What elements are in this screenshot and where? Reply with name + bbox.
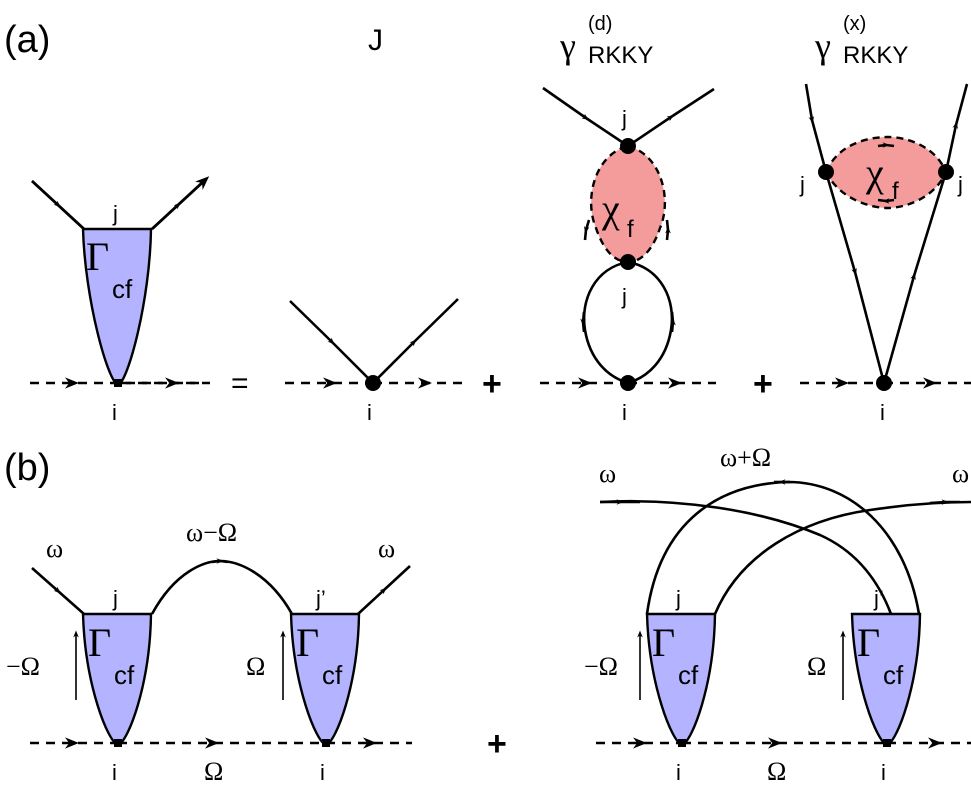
rkky-exchange-diagram: j j χ f i [799, 83, 971, 425]
svg-text:cf: cf [114, 660, 135, 690]
svg-text:RKKY: RKKY [588, 42, 653, 69]
svg-text:i: i [320, 760, 325, 785]
second-order-crossed-diagram: ω ω ω+Ω j Γ cf i −Ω j’ Γ cf i Ω Ω [584, 443, 971, 786]
svg-text:RKKY: RKKY [843, 42, 908, 69]
svg-text:i: i [112, 760, 117, 785]
second-order-direct-diagram: ω ω−Ω ω j Γ cf i −Ω j’ Γ cf i Ω Ω [6, 518, 412, 786]
panel-a-label: (a) [4, 19, 50, 61]
svg-text:cf: cf [112, 274, 133, 304]
svg-text:i: i [112, 400, 117, 425]
svg-text:cf: cf [883, 660, 904, 690]
svg-text:i: i [676, 760, 681, 785]
svg-text:Γ: Γ [296, 620, 319, 665]
svg-text:i: i [622, 400, 627, 425]
svg-text:χ: χ [601, 186, 620, 231]
svg-text:Γ: Γ [86, 234, 109, 279]
svg-text:γ: γ [814, 26, 831, 66]
svg-text:i: i [367, 400, 372, 425]
svg-text:(d): (d) [588, 13, 612, 35]
svg-text:−Ω: −Ω [584, 652, 618, 681]
svg-text:χ: χ [865, 150, 884, 195]
svg-text:j’: j’ [873, 586, 884, 611]
svg-text:ω+Ω: ω+Ω [720, 443, 771, 472]
svg-text:ω: ω [952, 459, 969, 488]
plus-sign-a1: + [482, 365, 502, 403]
svg-text:Γ: Γ [652, 620, 675, 665]
svg-text:ω−Ω: ω−Ω [186, 518, 237, 547]
svg-text:ω: ω [378, 534, 395, 563]
plus-sign-a2: + [753, 365, 773, 403]
svg-text:ω: ω [599, 459, 616, 488]
svg-text:ω: ω [46, 534, 63, 563]
equals-sign: = [231, 367, 249, 400]
svg-text:Ω: Ω [246, 652, 265, 681]
svg-text:f: f [627, 216, 634, 243]
rkky-direct-diagram: j χ f j i [540, 86, 716, 425]
gamma-cf-vertex-a: j Γ cf i [31, 176, 210, 425]
svg-text:i: i [880, 400, 885, 425]
svg-text:cf: cf [322, 660, 343, 690]
svg-text:Ω: Ω [767, 757, 786, 786]
svg-text:−Ω: −Ω [6, 652, 40, 681]
svg-text:j: j [112, 586, 118, 611]
svg-text:cf: cf [678, 660, 699, 690]
svg-text:j: j [112, 201, 118, 226]
svg-text:i: i [881, 760, 886, 785]
svg-text:Ω: Ω [204, 757, 223, 786]
j-vertex-diagram: i [285, 298, 462, 425]
svg-text:Γ: Γ [857, 620, 880, 665]
svg-text:j: j [799, 172, 805, 197]
header-gamma-rkky-direct: γ (d) RKKY [559, 13, 653, 69]
svg-text:γ: γ [559, 26, 576, 66]
panel-b-label: (b) [4, 447, 50, 489]
svg-text:(x): (x) [843, 13, 866, 35]
header-j-coupling: J [368, 24, 383, 57]
svg-text:Γ: Γ [88, 620, 111, 665]
svg-text:j: j [957, 172, 963, 197]
svg-text:j’: j’ [315, 586, 326, 611]
svg-text:j: j [675, 586, 681, 611]
header-gamma-rkky-exchange: γ (x) RKKY [814, 13, 908, 69]
plus-sign-b: + [487, 725, 507, 763]
svg-text:Ω: Ω [807, 652, 826, 681]
svg-text:j: j [621, 284, 627, 309]
svg-text:f: f [892, 178, 899, 205]
svg-text:j: j [621, 106, 627, 131]
